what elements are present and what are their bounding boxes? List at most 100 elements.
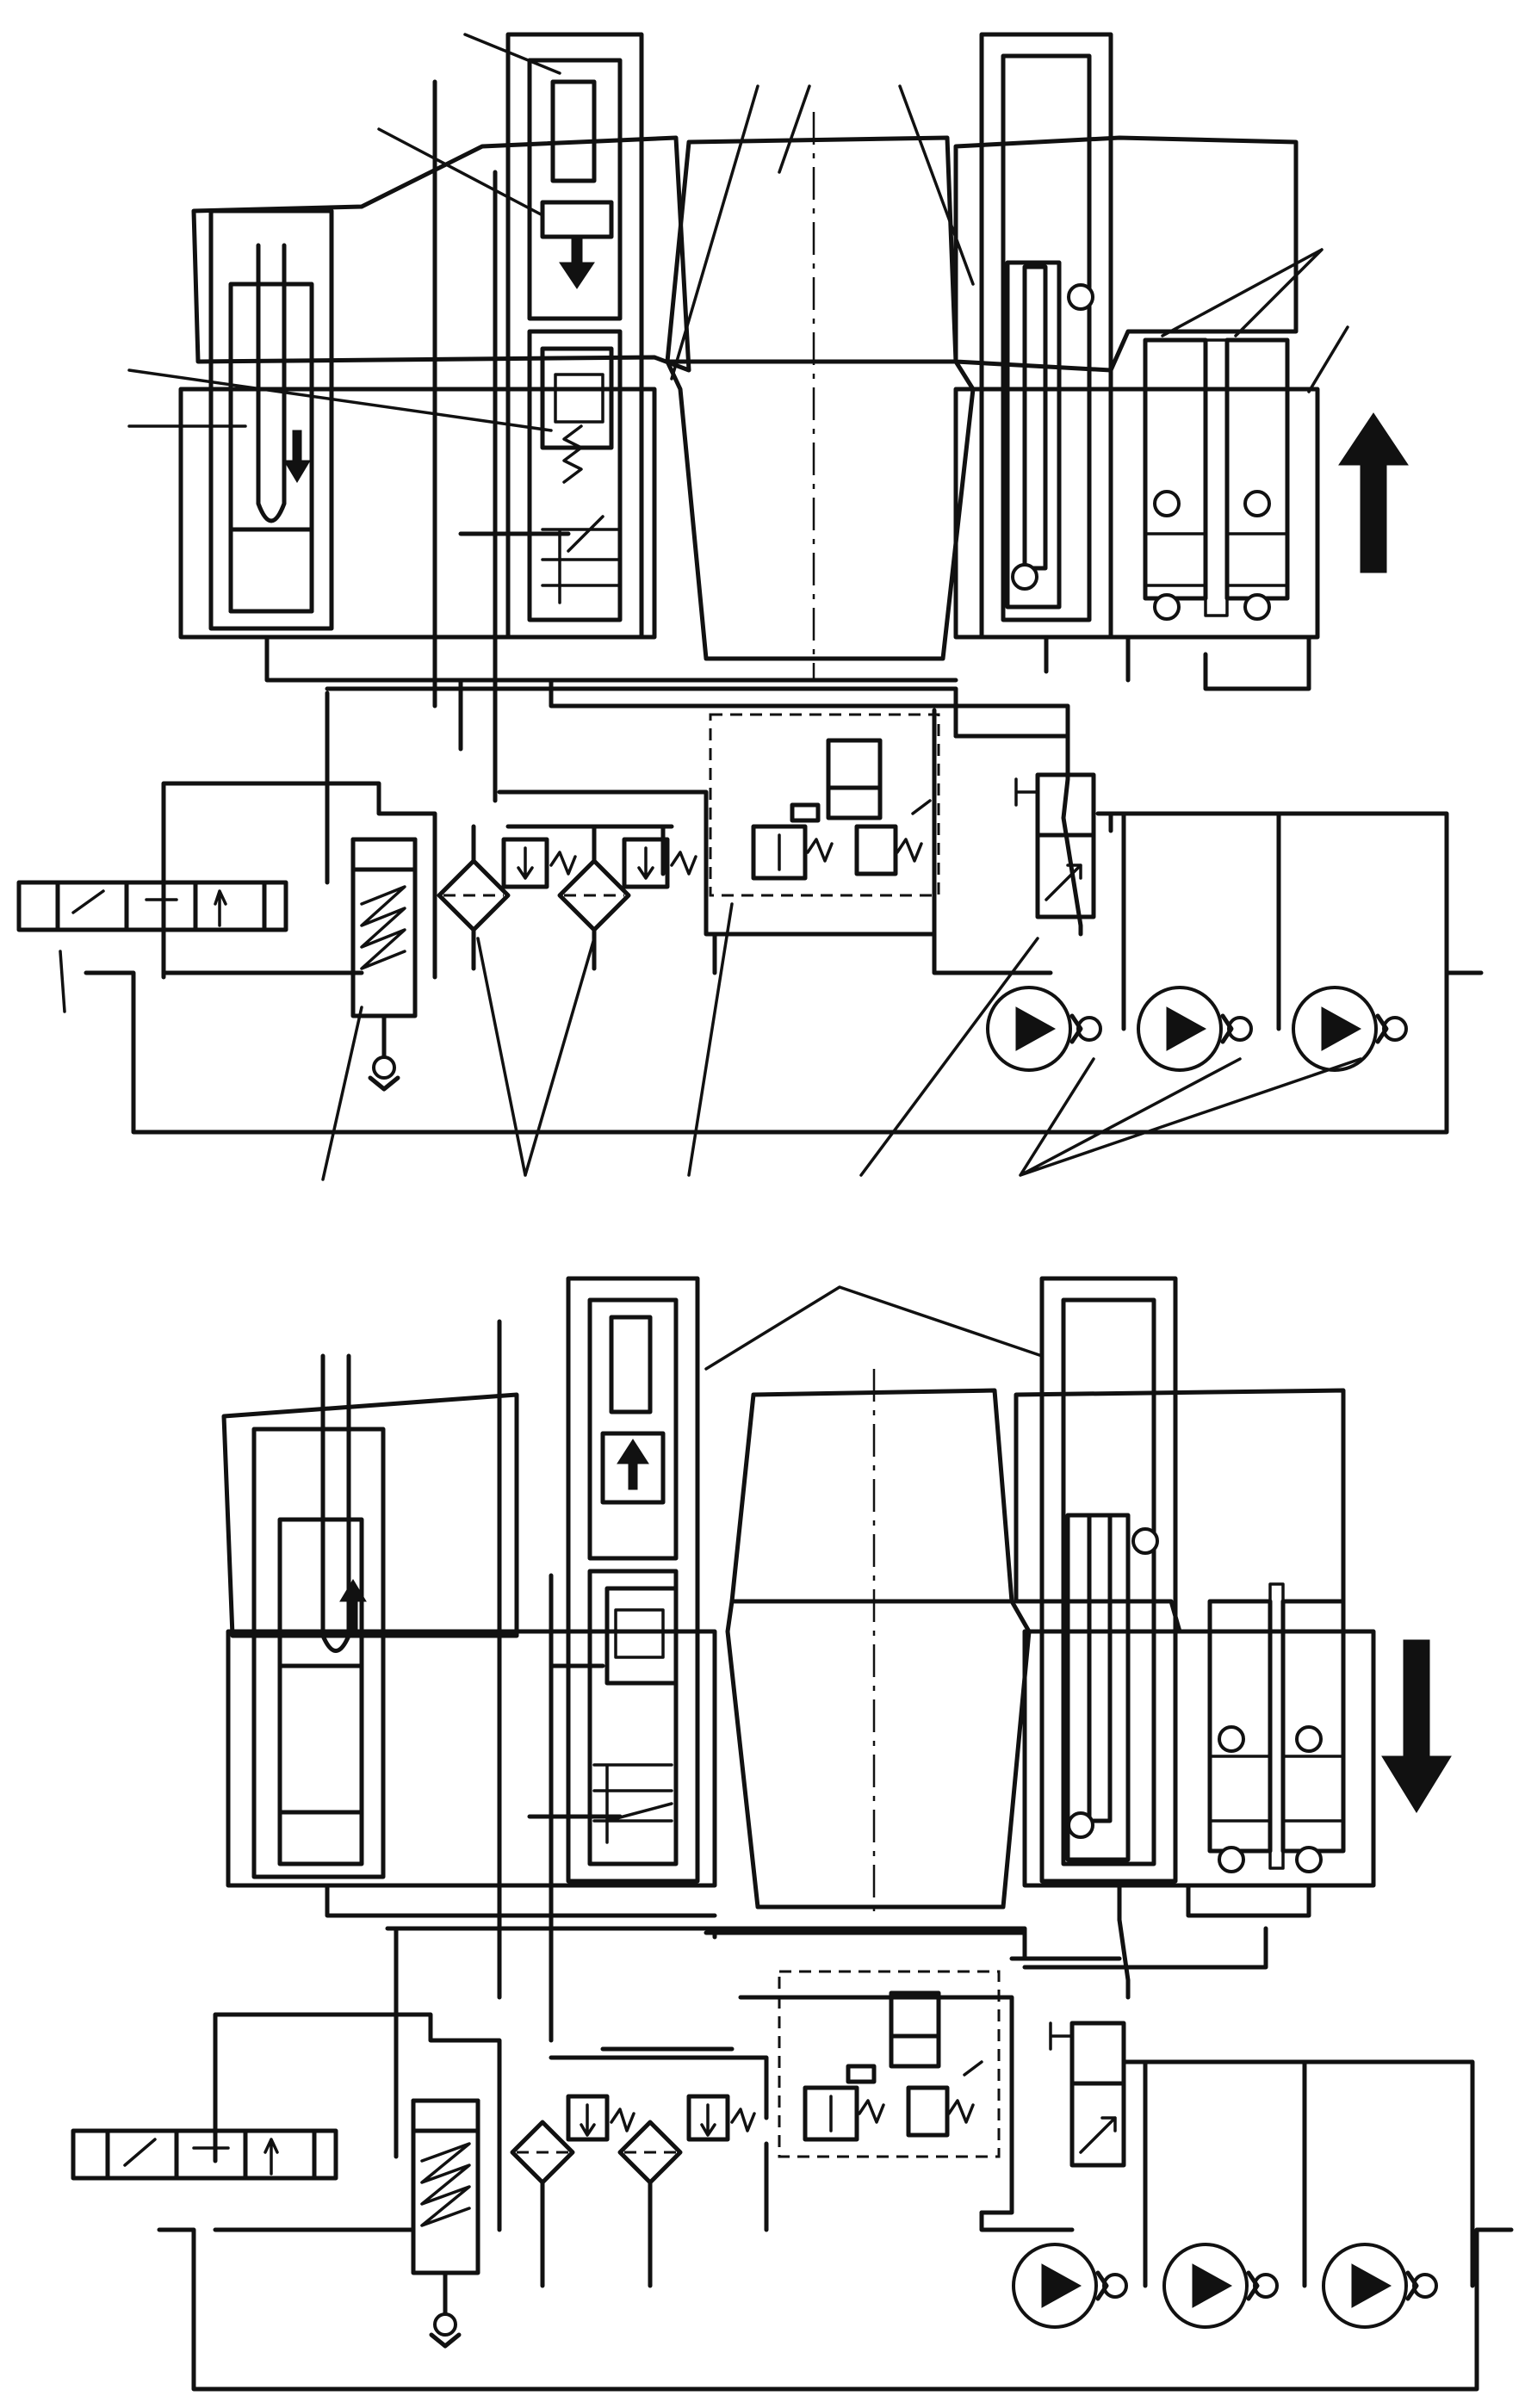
left-ejector-rod [320,1353,351,1653]
up-arrow-icon [1338,412,1409,573]
reservoir-return-lines [213,2141,1075,2232]
reservoir-tank [84,970,1484,1135]
pipe-network [264,79,1311,885]
lower-die-block-right [1022,1629,1376,1888]
accumulator [350,837,418,1092]
pump [986,986,1102,1072]
check-valve-icon [1067,1811,1094,1839]
check-valve-icon [1218,1846,1245,1873]
right-column-chamber [1001,53,1092,622]
pump [1012,2243,1128,2329]
right-ram-piston [1022,264,1048,571]
directional-valve [16,880,288,1013]
valve-spool [554,373,604,424]
check-valve-icon [1011,563,1038,591]
check-valve-icon [1218,1725,1245,1753]
directional-valve [71,2128,338,2181]
valve-spring-icon [562,424,583,484]
twin-cylinder-right [1224,337,1290,601]
left-column-upper-chamber [587,1297,679,1561]
check-valve-icon [1243,593,1271,621]
check-valve-icon [1243,490,1271,517]
relief-valve [566,2094,635,2142]
twin-cylinder-rod [1204,338,1229,617]
pump [1162,2243,1279,2329]
right-ram-cylinder [1065,1513,1131,1862]
left-column-housing [505,32,644,640]
pipe-network-lower [213,1917,1268,2215]
bottom-panel [71,1276,1514,2392]
reservoir-return-lines [161,927,1053,980]
twin-piston-right [1225,532,1289,587]
relief-valve [501,837,577,889]
down-arrow-icon [1381,1639,1452,1813]
relief-valve [622,837,697,889]
workpiece-lower [725,1599,1032,1910]
left-column-lower-chamber [587,1569,679,1866]
left-column-lower-chamber [527,329,623,622]
valve-body [604,1586,679,1686]
left-ejector-rod [256,243,287,523]
reservoir-tank [157,2227,1514,2392]
filter [510,2120,575,2288]
pump-manifold [1121,2059,1475,2288]
left-ejector-piston [228,527,314,614]
valve-port-lines [541,515,622,604]
down-arrow-icon [559,236,595,289]
lower-die-block [226,1629,717,1888]
piston-indicator [609,1315,653,1414]
check-valve-icon [1153,593,1181,621]
leader-lines [704,1285,1044,1371]
twin-cylinder-left [1207,1599,1273,1854]
twin-cylinder-left [1143,337,1208,601]
right-column-chamber [1061,1297,1156,1866]
twin-cylinder-rod [1268,1582,1285,1870]
piston-block [600,1431,666,1505]
leader-lines [127,33,1349,432]
pipe-network [325,1319,1311,2159]
left-column-upper-chamber [527,58,623,321]
accumulator [411,2098,480,2349]
lower-die-block [178,387,657,640]
valve-port-lines [592,1763,673,1844]
pump [1137,986,1253,1072]
right-ram-cylinder [1005,260,1062,610]
filter [617,2120,683,2288]
down-arrow-icon [283,430,311,483]
left-ejector-piston [277,1663,364,1815]
pump [1292,986,1408,1072]
piston-indicator [550,79,597,183]
twin-piston-left [1144,532,1207,587]
pump [1322,2243,1438,2329]
left-ejector-housing [251,1427,386,1879]
valve-spool [614,1608,665,1659]
left-ejector-housing [208,208,334,631]
check-valve-icon [1067,283,1094,311]
twin-piston-left [1208,1755,1272,1823]
valve-body [540,346,614,450]
filter [557,824,631,932]
switching-valve [1014,772,1096,919]
pressure-control-unit [778,1970,1001,2158]
check-valve-icon [1131,1527,1159,1555]
switching-valve [1049,2021,1126,2168]
left-column-housing [566,1276,700,1884]
check-valve-icon [1153,490,1181,517]
right-ram-piston [1087,1513,1113,1823]
upper-die-block [191,135,691,373]
leader-lines [321,902,1362,1181]
top-panel [16,32,1484,1181]
pressure-control-unit [709,713,940,897]
filter [437,824,511,932]
piston-block [540,200,614,239]
check-valve-icon [1295,1846,1323,1873]
upper-die-block [221,1392,519,1638]
up-arrow-icon [617,1439,649,1490]
twin-piston-right [1281,1755,1345,1823]
pump-manifold [1095,811,1449,1031]
up-arrow-icon [339,1579,367,1637]
workpiece-upper [729,1388,1014,1604]
workpiece-lower [665,359,976,661]
relief-valve [686,2094,756,2142]
